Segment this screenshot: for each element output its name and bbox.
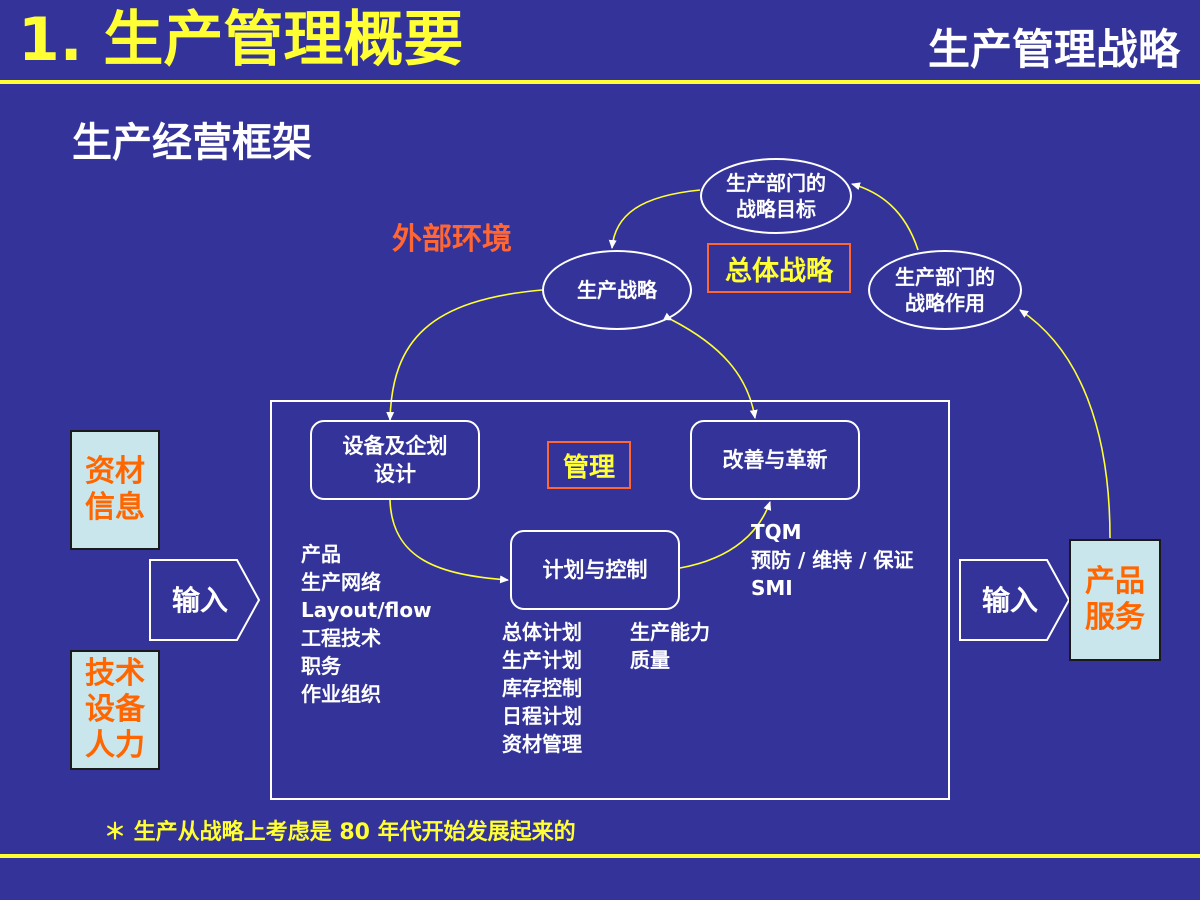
input-arrow-right-label: 输入 bbox=[982, 584, 1039, 617]
input-arrow-right bbox=[959, 559, 1071, 641]
input-arrow-left bbox=[149, 559, 261, 641]
list-item: 日程计划 bbox=[502, 704, 582, 728]
list-item: Layout/flow bbox=[301, 598, 432, 622]
list-item: 资材管理 bbox=[502, 732, 582, 756]
list-item: 生产计划 bbox=[502, 648, 582, 672]
list-item: 预防 / 维持 / 保证 bbox=[751, 548, 914, 572]
improve-items-list: TQM 预防 / 维持 / 保证 SMI bbox=[751, 518, 913, 602]
tech-equipment-people-box: 技术 设备 人力 bbox=[70, 650, 160, 770]
footer-divider bbox=[0, 854, 1200, 858]
improve-box-label: 改善与革新 bbox=[722, 448, 828, 472]
list-item: 产品 bbox=[301, 542, 341, 566]
arrow-role-to-goal bbox=[851, 182, 919, 251]
plan-items-left-list: 总体计划 生产计划 库存控制 日程计划 资材管理 bbox=[502, 618, 582, 758]
tech-box-line3: 人力 bbox=[85, 728, 145, 763]
section-title: 生产管理战略 bbox=[927, 25, 1180, 74]
tech-box-line1: 技术 bbox=[85, 656, 145, 691]
product-service-line1: 产品 bbox=[1085, 564, 1145, 599]
product-service-line2: 服务 bbox=[1085, 600, 1145, 635]
strategy-role-node: 生产部门的 战略作用 bbox=[868, 250, 1022, 330]
list-item: 总体计划 bbox=[502, 620, 582, 644]
goal-node-line1: 生产部门的 bbox=[726, 171, 826, 195]
goal-node-line2: 战略目标 bbox=[736, 197, 816, 221]
list-item: TQM bbox=[751, 520, 802, 544]
input-arrow-left-label: 输入 bbox=[172, 584, 229, 617]
product-service-box: 产品 服务 bbox=[1069, 539, 1161, 661]
plan-items-right-list: 生产能力 质量 bbox=[630, 618, 710, 674]
design-box-line2: 设计 bbox=[374, 462, 416, 486]
design-box: 设备及企划 设计 bbox=[310, 420, 480, 500]
materials-info-line1: 资材 bbox=[85, 454, 145, 489]
list-item: 库存控制 bbox=[502, 676, 582, 700]
strategy-goal-node: 生产部门的 战略目标 bbox=[700, 158, 852, 234]
arrow-output-to-role bbox=[1019, 309, 1111, 539]
arrow-goal-to-strategy bbox=[608, 189, 701, 249]
list-item: SMI bbox=[751, 576, 793, 600]
list-item: 作业组织 bbox=[301, 682, 381, 706]
management-frame bbox=[270, 400, 950, 800]
tech-box-line2: 设备 bbox=[85, 692, 145, 727]
role-node-line2: 战略作用 bbox=[905, 291, 985, 315]
production-strategy-label: 生产战略 bbox=[577, 278, 657, 302]
role-node-line1: 生产部门的 bbox=[895, 265, 995, 289]
production-strategy-node: 生产战略 bbox=[542, 250, 692, 330]
list-item: 职务 bbox=[301, 654, 341, 678]
external-environment-label: 外部环境 bbox=[392, 222, 512, 257]
list-item: 生产网络 bbox=[301, 570, 381, 594]
overall-strategy-box: 总体战略 bbox=[707, 243, 851, 293]
improve-box: 改善与革新 bbox=[690, 420, 860, 500]
footnote: ＊ 生产从战略上考虑是 80 年代开始发展起来的 bbox=[104, 820, 576, 845]
page-title: 1. 生产管理概要 bbox=[18, 5, 464, 75]
diagram-subtitle: 生产经营框架 bbox=[72, 120, 312, 166]
plan-control-box: 计划与控制 bbox=[510, 530, 680, 610]
design-items-list: 产品 生产网络 Layout/flow 工程技术 职务 作业组织 bbox=[301, 540, 432, 708]
materials-info-box: 资材 信息 bbox=[70, 430, 160, 550]
list-item: 工程技术 bbox=[301, 626, 381, 650]
management-label-box: 管理 bbox=[547, 441, 631, 489]
materials-info-line2: 信息 bbox=[85, 490, 145, 525]
management-label: 管理 bbox=[562, 452, 615, 483]
design-box-line1: 设备及企划 bbox=[342, 434, 448, 458]
header-divider bbox=[0, 80, 1200, 84]
list-item: 质量 bbox=[630, 648, 670, 672]
overall-strategy-label: 总体战略 bbox=[725, 255, 833, 287]
plan-control-label: 计划与控制 bbox=[542, 558, 648, 582]
list-item: 生产能力 bbox=[630, 620, 710, 644]
